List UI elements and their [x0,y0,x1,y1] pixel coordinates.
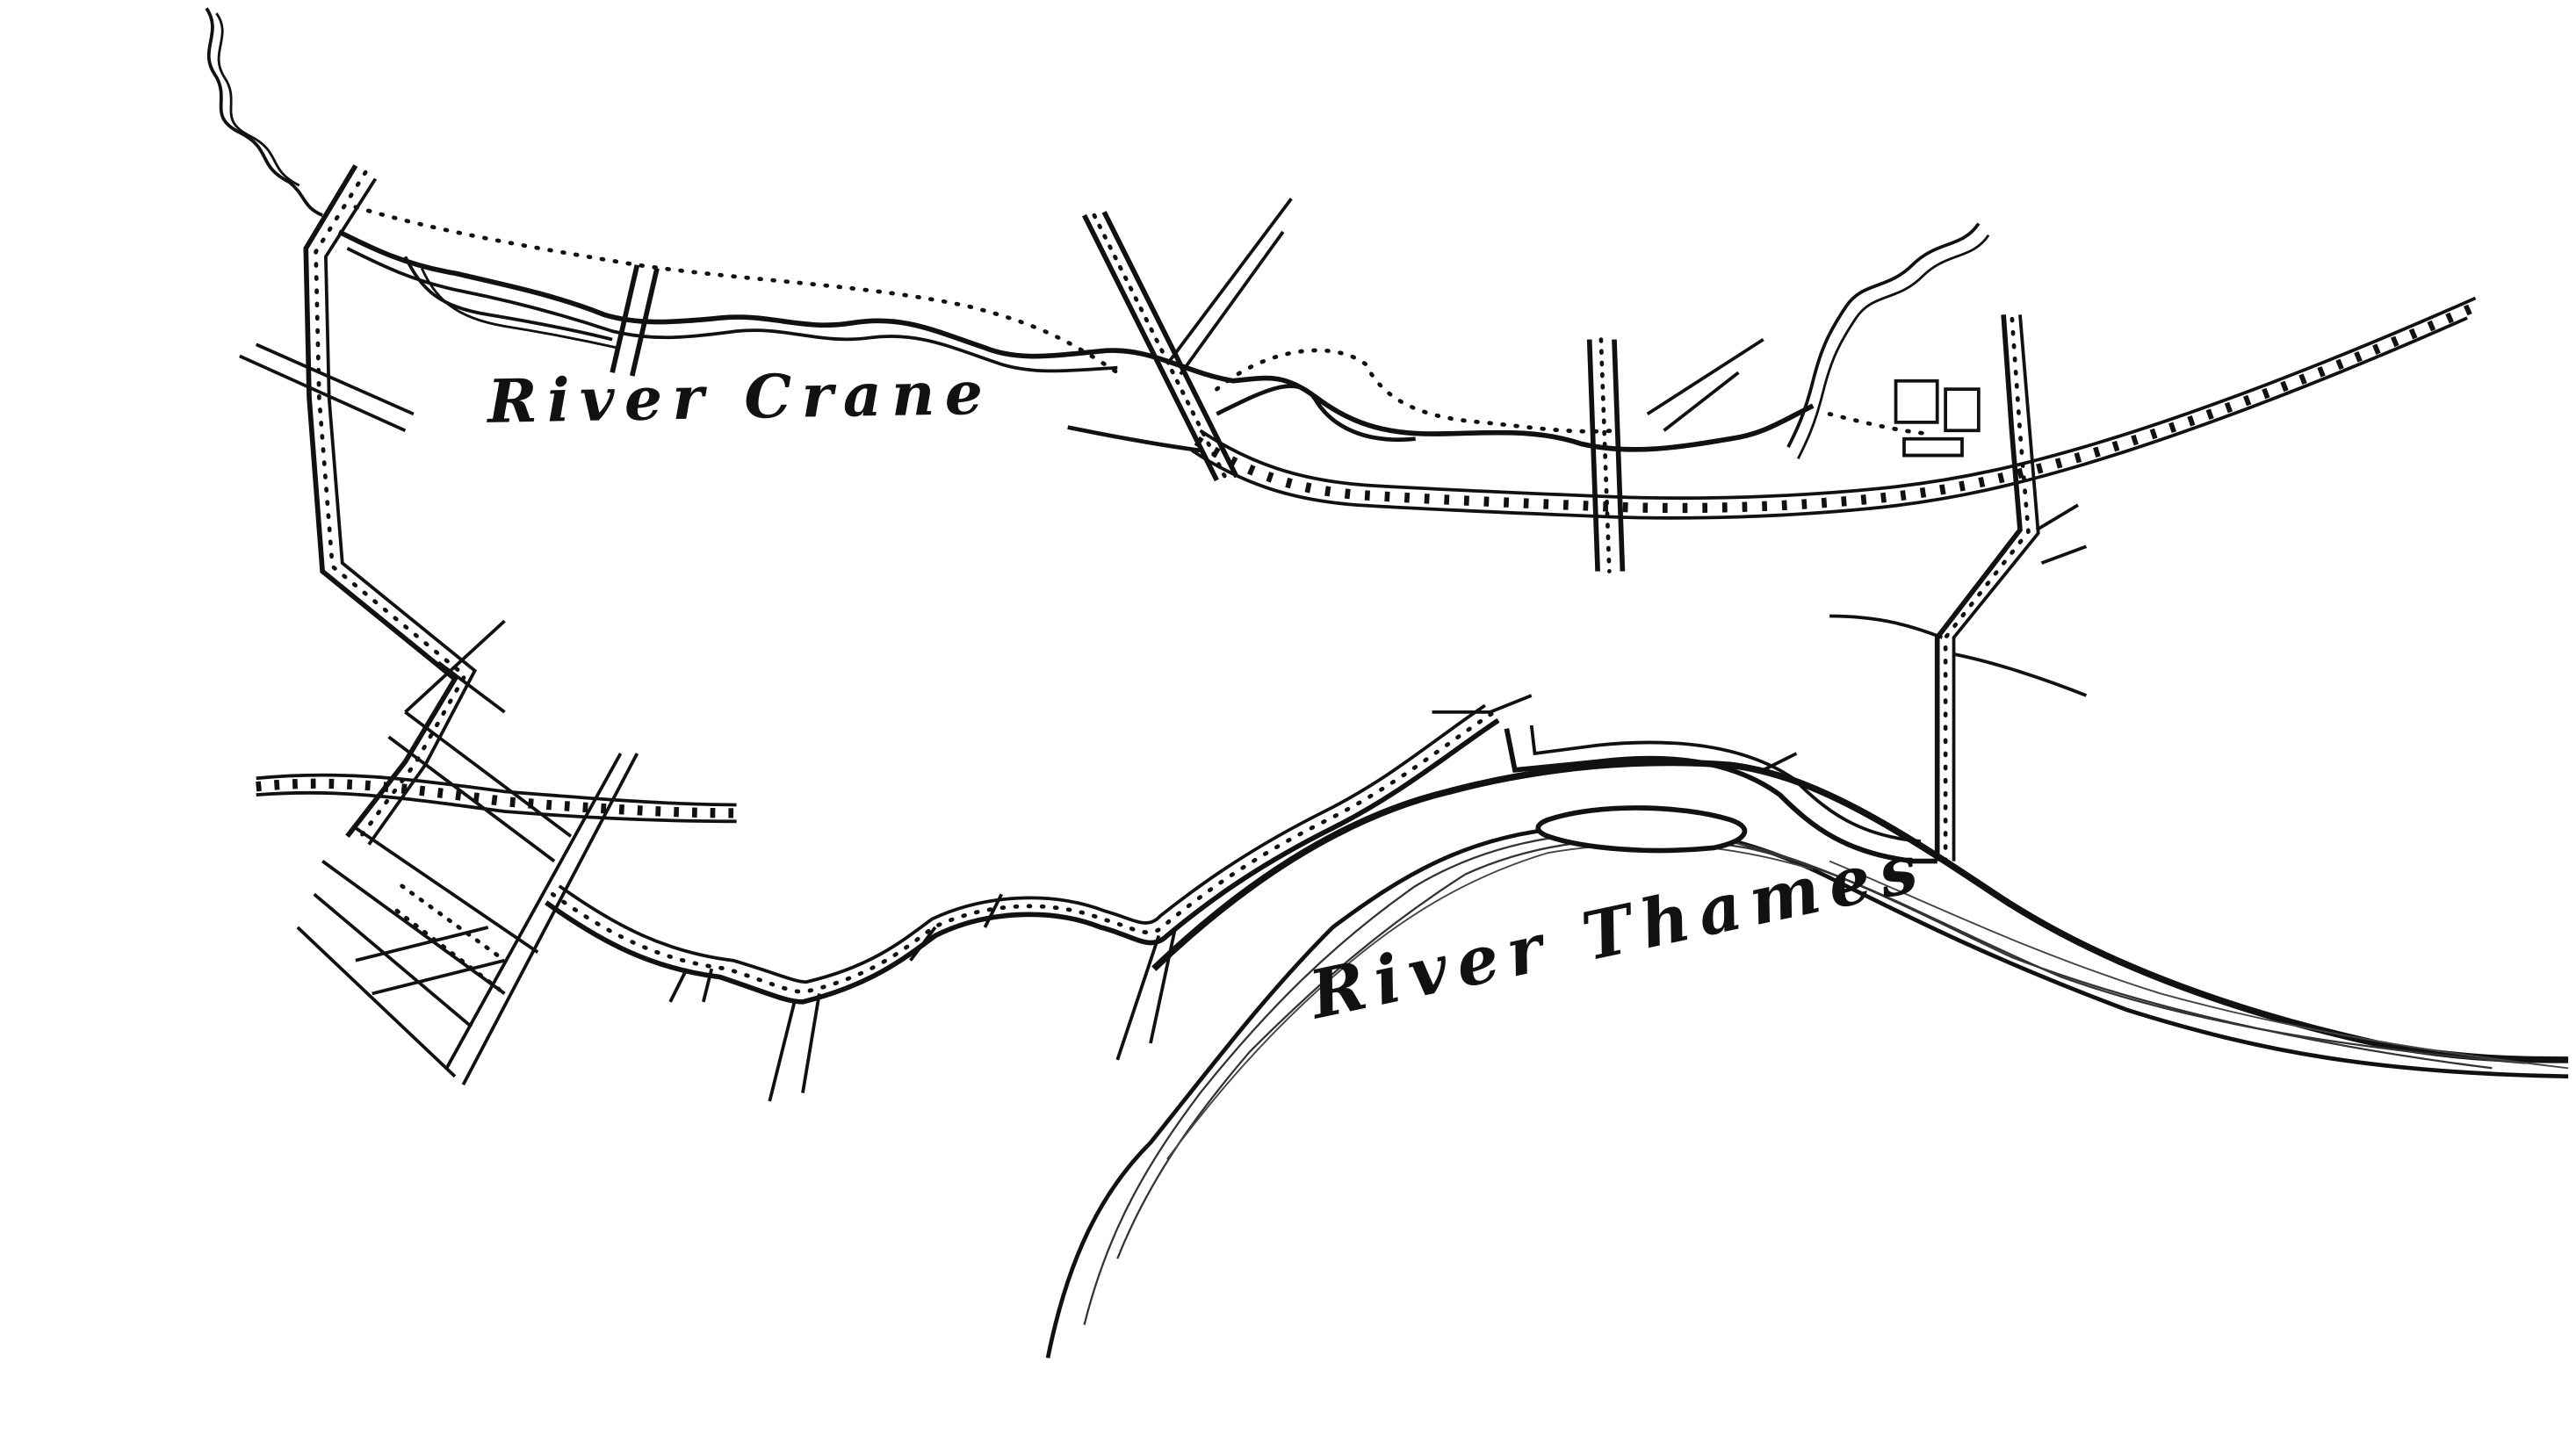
road-west-boundary-edge-a [303,164,458,839]
railway-main [1191,296,2477,520]
footpath-dotted [353,205,1931,436]
railway-west-rail-south [256,790,737,824]
crane-main-channel-south [346,247,1118,373]
crane-side-channel-2 [420,267,618,350]
railway-west-rail-north [256,773,737,807]
roads [239,164,2088,1102]
road-north-east-spur [1646,337,1764,432]
thames-north-bank [1151,759,2569,1063]
railway-main-rail-south [1191,316,2468,520]
road-west-crossing-upper-b [255,342,415,416]
road-east-boundary-dots [1943,312,2031,863]
thames-flow-line-4 [1829,860,2569,1070]
road-south-stubs [668,893,1178,1102]
road-south-boundary-edge-b [558,703,1486,984]
crane-source-stream [205,7,323,217]
crane-tributary-east [1786,222,1981,448]
label-river-crane: River Crane [486,358,993,437]
footpath-crane-east [1215,348,1617,434]
road-riverside-edge-b [1529,724,1921,843]
road-riverside-edge-a [1504,728,1937,864]
bridge-crane-east [1586,339,1626,572]
crane-source-stream-2 [215,12,300,187]
road-east-stubs [1829,503,2088,697]
road-south-boundary-edge-a [545,717,1500,1005]
road-west-crossing-upper [239,354,407,433]
road-west-boundary-dots [314,169,468,844]
crane-side-channel [403,256,613,342]
road-east-boundary-edge-a [1934,314,2023,861]
footpath-east-end [1827,412,1931,436]
road-riverside-stubs [1432,694,1798,772]
railway-main-rail-north [1199,296,2477,501]
railway-west-sleepers [256,778,737,818]
bridge-crane-middle-dots [1092,213,1230,483]
bridge-crane-middle [1082,211,1239,482]
road-east-boundary-edge-b [1952,314,2040,861]
river-crane [205,7,1990,459]
railway-branch-west [256,773,737,824]
road-west-crossing-mid [404,619,506,714]
crane-tributary-east-2 [1797,234,1990,459]
road-north-diagonal [1165,198,1293,376]
bridge-crane-west [610,264,660,377]
crane-main-channel-north [337,229,1815,452]
road-south-boundary-dots [550,711,1494,994]
bridge-crane-east-dots [1598,337,1612,573]
crane-loop [1067,384,1416,453]
road-town-grid-dots [394,883,507,996]
buildings-east [1894,378,1981,458]
railway-main-sleepers [1194,303,2475,514]
thames-island [1535,805,1748,854]
road-town-grid [296,710,639,1086]
map-background [7,0,2569,1449]
